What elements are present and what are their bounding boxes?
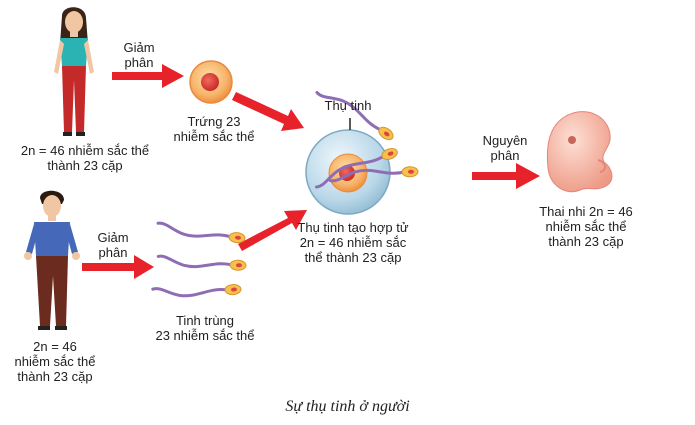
arrows	[82, 64, 540, 279]
sperm-label: Tinh trùng 23 nhiễm sắc thể	[155, 313, 255, 343]
father-chromosome-label: 2n = 46 nhiễm sắc thể thành 23 cặp	[14, 339, 96, 384]
mother-meiosis-label: Giảm phân	[123, 40, 155, 70]
arrow-egg-to-zygote	[232, 92, 304, 131]
fetus-label: Thai nhi 2n = 46 nhiễm sắc thể thành 23 …	[539, 204, 633, 249]
egg-label: Trứng 23 nhiễm sắc thể	[173, 114, 255, 144]
arrow-mother-to-egg	[112, 64, 184, 88]
zygote-cell	[305, 118, 391, 215]
woman-figure	[54, 7, 94, 136]
sperm-cells	[151, 221, 248, 302]
mitosis-label: Nguyên phân	[482, 133, 528, 163]
zygote-label: Thụ tinh tạo hợp tử 2n = 46 nhiễm sắc th…	[297, 220, 409, 265]
fetus-figure	[546, 111, 613, 193]
fertilization-label: Thụ tinh	[324, 98, 372, 113]
father-meiosis-label: Giảm phân	[97, 230, 129, 260]
figure-caption: Sự thụ tinh ở người	[285, 398, 410, 415]
arrow-sperm-to-zygote	[238, 210, 307, 251]
arrow-zygote-to-fetus	[472, 163, 540, 189]
egg-cell	[189, 60, 233, 104]
man-figure	[24, 190, 80, 330]
arrow-father-to-sperm	[82, 255, 154, 279]
mother-chromosome-label: 2n = 46 nhiễm sắc thể thành 23 cặp	[20, 143, 150, 173]
